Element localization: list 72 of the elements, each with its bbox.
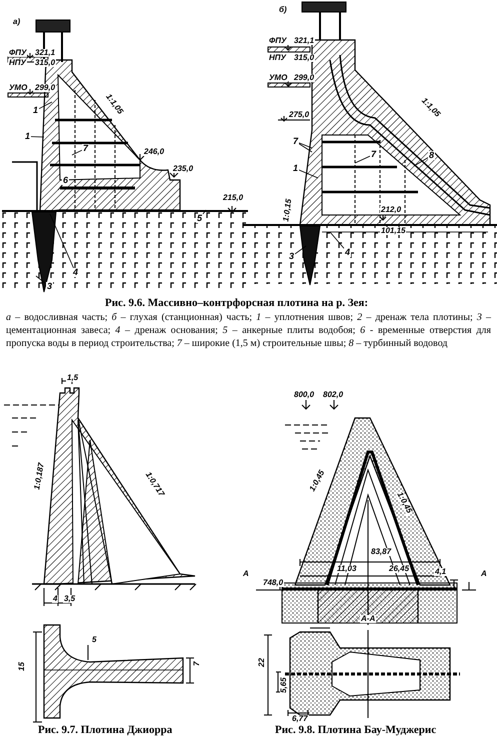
dimension-label: 235,0 [172, 165, 194, 173]
leader-line [50, 214, 74, 268]
dimension-label: 299,0 [293, 74, 316, 82]
leader-line [298, 143, 312, 152]
callout-number: 4 [72, 268, 80, 277]
dimension-label: 748,0 [262, 579, 284, 587]
dimension-label: 802,0 [322, 391, 344, 399]
leader-line [330, 232, 344, 249]
dimension-label: 3,5 [63, 595, 76, 603]
dimension-label: 315,0 [293, 54, 316, 62]
dimension-label: НПУ [8, 59, 27, 67]
dimension-label: 212,0 [380, 206, 402, 214]
callout-number: 3 [46, 282, 54, 291]
dimension-label: 5,65 [280, 676, 288, 694]
caption-legend-text: а – водосливная часть; б – глухая (станционная) часть; 1 – уплотнения швов; 2 – дренаж тела плотины; 3 – цементационная завеса; 4 – дренаж основания; 5 – анкерные плиты водобоя; 6 - временные отверстия для пропуска воды в период строительства; 7 – широкие (1,5 м) строительные швы; 8 – турбинный водовод [6, 311, 491, 350]
dimension-label: 101,15 [380, 227, 406, 235]
dimension-label: 299,0 [34, 84, 56, 92]
leader-line [72, 150, 82, 156]
callout-number: 3 [288, 252, 296, 261]
dimension-label: 5 [91, 636, 98, 644]
callout-number: 1 [24, 132, 32, 141]
dimension-label: А [242, 570, 250, 578]
callout-number: 7 [370, 150, 378, 159]
figure-caption: Рис. 9.6. Массивно–контрфорсная плотина на р. Зея: [105, 297, 368, 309]
leader-line [298, 170, 318, 178]
dimension-label: ФПУ [268, 37, 288, 45]
leader-line [354, 156, 370, 164]
dimension-label: 15 [18, 661, 26, 672]
dimension-label: 246,0 [143, 148, 166, 156]
callout-number: 6 [62, 176, 70, 185]
dimension-label: 1,5 [66, 374, 80, 382]
callout-number: 1 [32, 106, 40, 115]
callout-number: 4 [344, 248, 352, 257]
leader-line [414, 157, 428, 166]
figure-caption: Рис. 9.8. Плотина Бау-Муджерис [275, 724, 436, 736]
callout-number: 7 [292, 137, 300, 146]
dimension-label: А-А [360, 615, 376, 623]
leader-line [298, 142, 312, 148]
dimension-label: 22 [258, 657, 266, 668]
dimension-label: 4 [52, 595, 58, 603]
leader-line [58, 184, 62, 190]
callout-number: 1 [292, 164, 300, 173]
dimension-label: 11,03 [336, 565, 358, 573]
dimension-label: НПУ [268, 54, 287, 62]
dimension-label: 315,0 [34, 59, 56, 67]
dimension-label: УМО [8, 84, 28, 92]
dimension-label: 26,45 [388, 565, 410, 573]
dimension-label: 83,87 [370, 548, 392, 556]
dimension-label: б) [278, 6, 288, 14]
dimension-label: 275,0 [288, 111, 310, 119]
callout-number: 8 [428, 151, 436, 160]
dimension-label: ФПУ [8, 49, 28, 57]
dimension-label: 215,0 [222, 194, 244, 202]
leader-line [294, 246, 306, 254]
leader-line [30, 136, 44, 138]
dimension-label: 800,0 [293, 391, 316, 399]
dimension-label: 1:0,15 [282, 198, 294, 224]
dimension-label: 7 [193, 660, 201, 667]
leader-line [202, 210, 206, 214]
dimension-label: УМО [268, 74, 288, 82]
dimension-label: 321,1 [293, 37, 316, 45]
dimension-label: 6,77 [291, 715, 309, 723]
leader-line [36, 276, 46, 284]
dimension-label: 321,1 [34, 49, 56, 57]
callout-number: 7 [82, 144, 90, 153]
dimension-label: а) [12, 18, 22, 26]
dimension-label: А [480, 570, 488, 578]
figure-caption: Рис. 9.7. Плотина Джиорра [38, 724, 172, 736]
callout-number: 5 [196, 214, 204, 223]
dimension-label: 1:0,187 [33, 461, 46, 492]
leader-line [38, 102, 52, 110]
dimension-label: 4,1 [434, 568, 448, 576]
